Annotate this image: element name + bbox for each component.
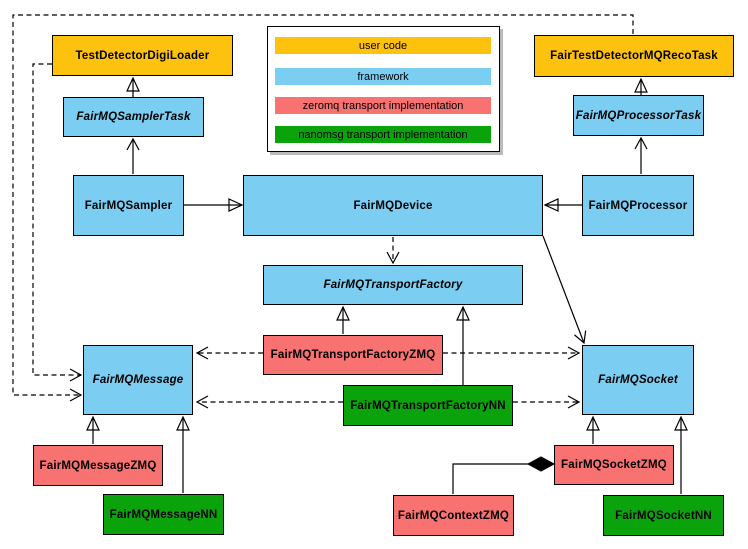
node-fairmq-sampler-task: FairMQSamplerTask bbox=[63, 97, 204, 137]
node-fairmq-transport-factory-zmq: FairMQTransportFactoryZMQ bbox=[263, 335, 443, 375]
legend-item-framework: framework bbox=[275, 68, 491, 85]
composition-diamond bbox=[526, 456, 556, 472]
node-fairmq-socket: FairMQSocket bbox=[582, 345, 694, 415]
legend-label: zeromq transport implementation bbox=[302, 99, 464, 112]
node-fairmq-message-nn: FairMQMessageNN bbox=[103, 494, 224, 535]
node-fairmq-message-zmq: FairMQMessageZMQ bbox=[33, 445, 163, 486]
node-fairmq-message: FairMQMessage bbox=[83, 345, 193, 415]
legend-label: framework bbox=[357, 70, 409, 83]
legend-item-zeromq: zeromq transport implementation bbox=[275, 97, 491, 114]
node-fairmq-processor: FairMQProcessor bbox=[582, 175, 694, 236]
node-fairmq-processor-task: FairMQProcessorTask bbox=[573, 95, 704, 136]
node-fairmq-transport-factory-nn: FairMQTransportFactoryNN bbox=[343, 385, 513, 426]
legend: user code framework zeromq transport imp… bbox=[267, 26, 500, 152]
node-fairmq-transport-factory: FairMQTransportFactory bbox=[263, 265, 523, 305]
node-fairmq-socket-zmq: FairMQSocketZMQ bbox=[554, 445, 674, 485]
legend-label: nanomsg transport implementation bbox=[298, 128, 468, 141]
node-fair-test-detector-mq-reco-task: FairTestDetectorMQRecoTask bbox=[534, 35, 734, 77]
legend-label: user code bbox=[358, 39, 408, 52]
node-test-detector-digi-loader: TestDetectorDigiLoader bbox=[52, 35, 233, 76]
node-fairmq-socket-nn: FairMQSocketNN bbox=[603, 495, 724, 536]
legend-item-nanomsg: nanomsg transport implementation bbox=[275, 126, 491, 143]
node-fairmq-context-zmq: FairMQContextZMQ bbox=[393, 495, 514, 536]
legend-item-user-code: user code bbox=[275, 37, 491, 54]
node-fairmq-device: FairMQDevice bbox=[243, 175, 543, 236]
edge-device-socket bbox=[542, 235, 587, 345]
edge-contextzmq-socketzmq bbox=[452, 463, 529, 494]
node-fairmq-sampler: FairMQSampler bbox=[73, 175, 184, 236]
